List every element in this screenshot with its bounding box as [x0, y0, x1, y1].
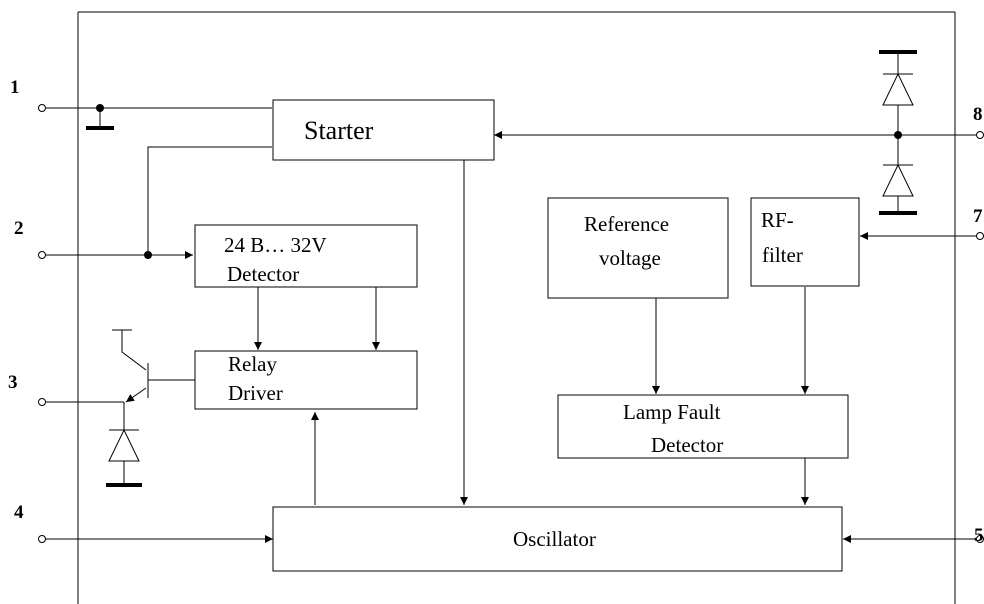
rf-filter-label-line2: filter: [762, 243, 803, 267]
pin-1-label: 1: [10, 77, 20, 98]
lamp-fault-detector-block: Lamp Fault Detector: [557, 394, 849, 459]
relay-driver-label-line2: Driver: [228, 381, 283, 405]
pin-5-label: 5: [974, 525, 984, 546]
rf-filter-label-line1: RF-: [761, 208, 794, 232]
detector-label-line1: 24 B… 32V: [224, 233, 327, 257]
pin-terminals: [38, 104, 984, 543]
pin-7-label: 7: [973, 206, 983, 227]
lamp-fault-label-line1: Lamp Fault: [623, 400, 721, 424]
relay-driver-block: Relay Driver: [194, 350, 418, 410]
detector-block: 24 B… 32V Detector: [194, 224, 418, 288]
detector-label-line2: Detector: [227, 262, 299, 286]
chip-boundary: [77, 11, 956, 604]
reference-voltage-block: Reference voltage: [547, 197, 729, 299]
pin-3-label: 3: [8, 372, 18, 393]
rf-filter-block: RF- filter: [750, 197, 860, 287]
pin-4-label: 4: [14, 502, 24, 523]
starter-label: Starter: [304, 116, 374, 145]
starter-block: Starter: [272, 99, 495, 161]
reference-label-line1: Reference: [584, 212, 669, 236]
oscillator-block: Oscillator: [272, 506, 843, 572]
reference-label-line2: voltage: [599, 246, 661, 270]
junction-dots: [96, 104, 902, 259]
pin-2-label: 2: [14, 218, 24, 239]
connection-wires: [46, 50, 978, 543]
oscillator-label: Oscillator: [513, 527, 596, 551]
relay-driver-label-line1: Relay: [228, 352, 277, 376]
lamp-fault-label-line2: Detector: [651, 433, 723, 457]
pin-8-label: 8: [973, 104, 983, 125]
